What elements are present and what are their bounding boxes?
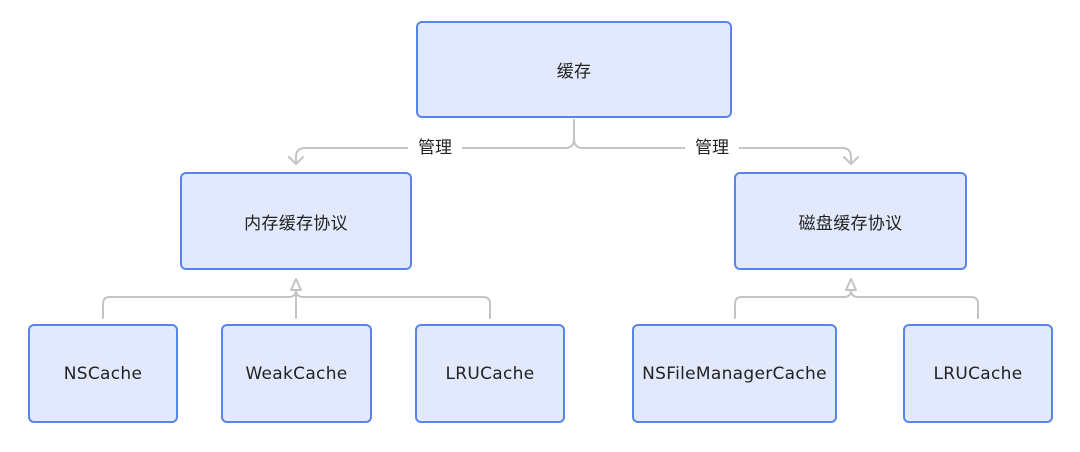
node-nscache: NSCache — [28, 324, 178, 423]
node-nsfilemanagercache: NSFileManagerCache — [632, 324, 837, 423]
edge-label-manage-disk: 管理 — [685, 137, 739, 159]
connector-root-to-disk — [573, 138, 852, 165]
connector-nscache-to-memory — [102, 289, 297, 319]
node-memory-cache-protocol: 内存缓存协议 — [180, 172, 412, 270]
arrowhead-memory — [288, 156, 304, 165]
connector-lrucache-to-disk — [850, 289, 979, 319]
node-disk-cache-protocol: 磁盘缓存协议 — [734, 172, 967, 270]
node-lrucache-memory: LRUCache — [415, 324, 565, 423]
edge-label-manage-memory: 管理 — [408, 137, 462, 159]
inheritance-arrowhead-memory — [290, 278, 302, 291]
node-lrucache-disk: LRUCache — [903, 324, 1053, 423]
inheritance-arrowhead-disk — [845, 278, 857, 291]
connector-nsfilemanagercache-to-disk — [734, 289, 852, 319]
node-weakcache: WeakCache — [221, 324, 372, 423]
connector-lrucache-to-memory — [295, 289, 491, 319]
arrowhead-disk — [843, 156, 859, 165]
node-cache: 缓存 — [416, 21, 732, 118]
